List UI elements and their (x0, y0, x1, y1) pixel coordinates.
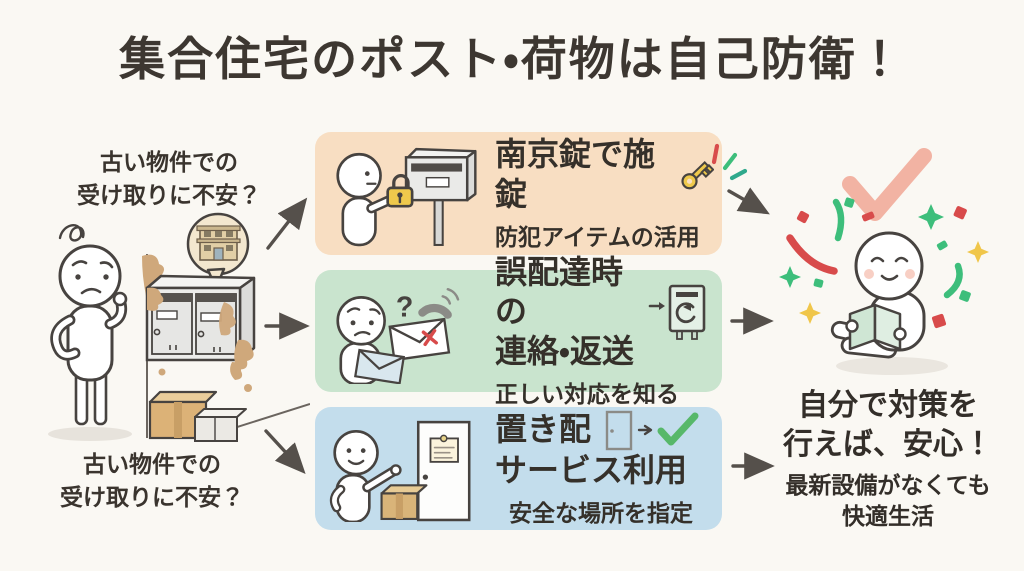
card-misdelivery-subtitle: 正しい対応を知る (495, 380, 679, 407)
reader-shadow (836, 357, 948, 375)
dropoff-illustration (329, 420, 471, 522)
check-icon (657, 412, 699, 446)
caption-line: 受け取りに不安？ (77, 182, 261, 209)
return-postbox-icon (648, 284, 706, 340)
person-shadow (48, 427, 132, 441)
reaching-person-figure (336, 152, 402, 246)
right-subheadline: 最新設備がなくても 快適生活 (756, 470, 1020, 532)
door-with-note-icon (416, 420, 471, 521)
big-check-icon (842, 148, 932, 221)
card-dropoff-subtitle: 安全な場所を指定 (509, 500, 693, 527)
question-mark-icon: ? (396, 292, 413, 324)
padlock-mailbox-illustration (336, 147, 477, 246)
rust-stains (147, 287, 254, 392)
pointing-person-figure (329, 429, 402, 522)
card-misdelivery-title-line1: 誤配達時の (495, 254, 624, 330)
right-headline: 自分で対策を 行えば、安心！ (756, 386, 1020, 464)
key-icon (681, 160, 714, 189)
mailbox-on-post-icon (404, 147, 477, 246)
confetti (779, 197, 989, 329)
padlock-icon (386, 173, 414, 208)
speech-bubble-building (186, 212, 250, 290)
reading-person-figure (830, 231, 926, 359)
right-conclusion-text: 自分で対策を 行えば、安心！ 最新設備がなくても 快適生活 (756, 386, 1020, 532)
door-to-check-icon (605, 410, 699, 451)
card-dropoff-title-line2: サービス利用 (495, 451, 688, 488)
page-title: 集合住宅のポスト・荷物は自己防衛！ (119, 33, 905, 85)
delivered-box-icon (380, 483, 428, 520)
apartment-building-icon (196, 225, 241, 261)
caption-line: 古い物件での (83, 451, 221, 477)
cardboard-boxes (148, 390, 247, 442)
card-dropoff-text: 置き配 サービス利用 安全な場所を指定 (489, 409, 714, 528)
headline-line: 行えば、安心！ (783, 428, 993, 461)
card-misdelivery-text: 誤配達時の 連絡・返送 正しい対応を知る (489, 253, 714, 408)
door-icon (605, 410, 633, 451)
worried-person-figure (50, 224, 128, 426)
card-dropoff: 置き配 サービス利用 安全な場所を指定 (315, 407, 722, 530)
left-top-caption: 古い物件での 受け取りに不安？ (28, 146, 310, 213)
arrow-icon (637, 424, 653, 436)
headline-line: 自分で対策を (798, 389, 978, 422)
arrow-card1-to-right (727, 187, 770, 215)
misdelivery-illustration: ? (336, 287, 460, 384)
left-bottom-caption: 古い物件での 受け取りに不安？ (16, 448, 288, 515)
subheadline-line: 快適生活 (842, 503, 934, 530)
misdelivered-envelope-icon (388, 317, 451, 362)
subheadline-line: 最新設備がなくても (785, 472, 991, 498)
relieved-reader-illustration (779, 148, 989, 375)
card-misdelivery: ? 誤配達時の 連絡・返送 (315, 254, 722, 407)
caption-line: 受け取りに不安？ (60, 484, 244, 511)
card-padlock-title: 南京錠で施錠 (495, 136, 656, 212)
card-padlock-text: 南京錠で施錠 防犯アイテムの活用 (489, 135, 714, 251)
rusty-mailbox-unit (145, 274, 256, 392)
old-mailbox-scene-illustration (48, 212, 310, 442)
card-dropoff-title-line1: 置き配 (495, 411, 592, 448)
phone-icon (418, 287, 460, 319)
card-padlock: 南京錠で施錠 防犯アイテムの活用 (315, 132, 722, 255)
green-book-icon (848, 303, 902, 351)
second-envelope-icon (354, 348, 406, 384)
caption-line: 古い物件での (100, 149, 238, 175)
card-misdelivery-title-line2: 連絡・返送 (495, 332, 634, 369)
card-padlock-subtitle: 防犯アイテムの活用 (495, 223, 700, 250)
